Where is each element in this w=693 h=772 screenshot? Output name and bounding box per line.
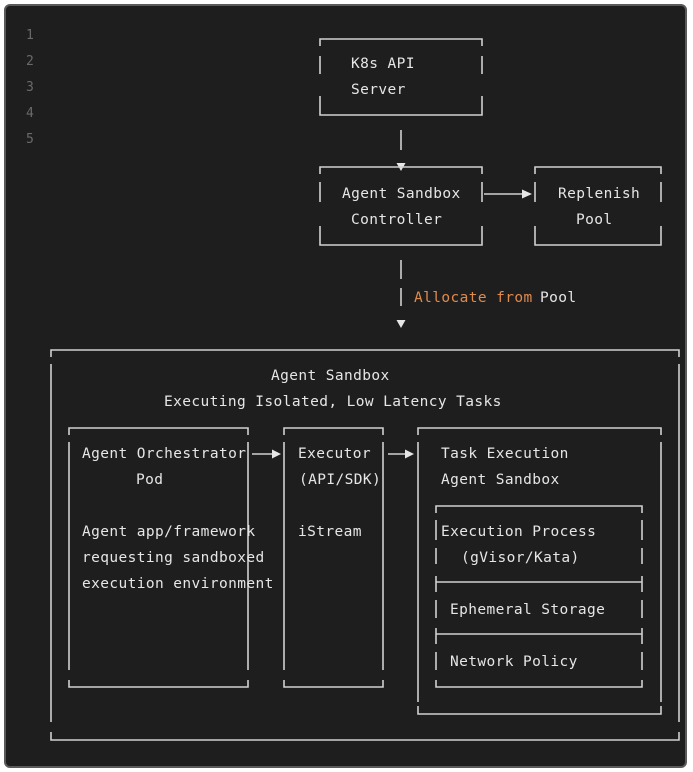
sandbox-subtitle: Executing Isolated, Low Latency Tasks — [164, 394, 502, 410]
agent-sandbox-controller-box: Agent Sandbox Controller — [319, 166, 483, 246]
sandbox-components-stack: Execution Process (gVisor/Kata) Ephemera… — [435, 505, 643, 688]
allocate-from-pool-connector: Allocate from Pool — [396, 260, 577, 328]
line-number: 1 — [26, 28, 34, 43]
orchestrator-to-executor-connector — [252, 449, 281, 459]
allocate-edge-label: Allocate from — [414, 290, 533, 306]
replenish-line1: Replenish — [558, 186, 640, 202]
task-execution-line2: Agent Sandbox — [441, 472, 560, 488]
orchestrator-line3: Agent app/framework — [82, 524, 255, 540]
replenish-pool-box: Replenish Pool — [534, 166, 662, 246]
network-policy-label: Network Policy — [450, 654, 578, 670]
k8s-api-server-box: K8s API Server — [319, 38, 483, 116]
arrow-down-icon — [396, 320, 406, 328]
allocate-edge-label-pool: Pool — [540, 290, 577, 306]
code-panel: 1 2 3 4 5 K8s API Server Agent Sandbox C… — [4, 4, 687, 768]
ephemeral-storage-label: Ephemeral Storage — [450, 602, 605, 618]
execution-process-line1: Execution Process — [441, 524, 596, 540]
orchestrator-line4: requesting sandboxed — [82, 550, 265, 566]
line-number: 4 — [26, 106, 34, 121]
task-execution-sandbox-box: Task Execution Agent Sandbox — [417, 427, 662, 715]
executor-box: Executor (API/SDK) iStream — [283, 427, 384, 688]
execution-process-line2: (gVisor/Kata) — [461, 550, 580, 566]
executor-to-task-connector — [388, 449, 414, 459]
architecture-diagram: K8s API Server Agent Sandbox Controller — [50, 38, 680, 741]
line-number: 2 — [26, 54, 34, 69]
line-number: 5 — [26, 132, 34, 147]
arrow-right-icon — [405, 449, 414, 459]
executor-line2: (API/SDK) — [299, 472, 381, 488]
arrow-right-icon — [272, 449, 281, 459]
orchestrator-line2: Pod — [136, 472, 163, 488]
sandbox-title: Agent Sandbox — [271, 368, 390, 384]
arrow-right-icon — [522, 189, 532, 199]
controller-to-replenish-connector — [484, 189, 532, 199]
task-execution-line1: Task Execution — [441, 446, 569, 462]
controller-line1: Agent Sandbox — [342, 186, 461, 202]
controller-line2: Controller — [351, 212, 442, 228]
line-number: 3 — [26, 80, 34, 95]
executor-line1: Executor — [298, 446, 371, 462]
orchestrator-line1: Agent Orchestrator — [82, 446, 246, 462]
executor-line3: iStream — [298, 524, 362, 540]
k8s-api-server-line1: K8s API — [351, 56, 415, 72]
agent-sandbox-outer-box: Agent Sandbox Executing Isolated, Low La… — [50, 349, 680, 741]
agent-orchestrator-pod-box: Agent Orchestrator Pod Agent app/framewo… — [68, 427, 274, 688]
k8s-api-server-line2: Server — [351, 82, 406, 98]
orchestrator-line5: execution environment — [82, 576, 274, 592]
api-to-controller-connector — [396, 130, 406, 171]
replenish-line2: Pool — [576, 212, 613, 228]
